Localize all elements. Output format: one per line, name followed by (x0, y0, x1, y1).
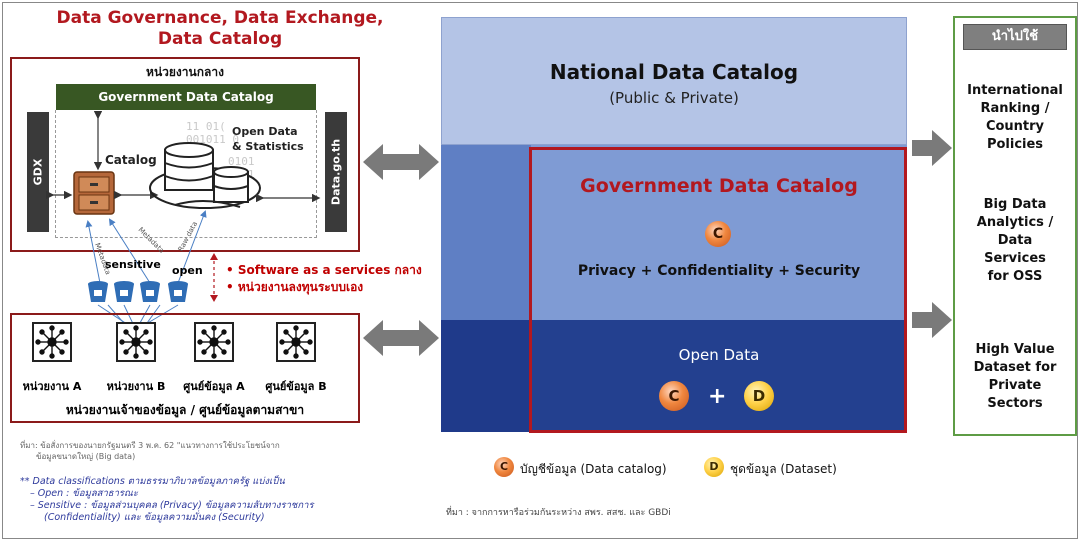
network-node-icon (276, 322, 316, 362)
saas-notes: • Software as a services กลาง • หน่วยงาน… (226, 262, 422, 296)
national-catalog-subtitle: (Public & Private) (609, 89, 739, 107)
classif-line4: (Confidentiality) และ ข้อมูลความมั่นคง (… (44, 512, 265, 523)
legend-catalog-text: บัญชีข้อมูล (Data catalog) (520, 462, 667, 476)
double-arrow-icon (363, 320, 439, 356)
usage-header: นำไปใช้ (963, 24, 1067, 50)
data-center-label-a: ศูนย์ข้อมูล A (183, 380, 245, 393)
source-note-line1: ที่มา: ข้อสั่งการของนายกรัฐมนตรี 3 พ.ค. … (20, 441, 280, 450)
left-diagram-svg: Metadata Metadata Raw data (46, 111, 321, 331)
usage-item-bigdata: Big Data Analytics / Data Services for O… (953, 196, 1077, 286)
database-icon (149, 142, 261, 209)
open-data-box (531, 320, 907, 432)
gov-open-red-frame (529, 147, 907, 433)
usage-item-line: Analytics / (976, 215, 1054, 230)
sensitive-label: sensitive (105, 258, 161, 271)
national-data-catalog-box (441, 17, 907, 145)
usage-item-line: Policies (986, 137, 1044, 152)
agencies-caption: หน่วยงานเจ้าของข้อมูล / ศูนย์ข้อมูลตามสา… (65, 403, 305, 417)
gov-data-catalog-bar: Government Data Catalog (56, 84, 316, 110)
binary-line: 11 01( (186, 120, 226, 133)
data-bucket-icon (88, 281, 188, 302)
catalog-dashed-area (55, 110, 317, 238)
saas-line2: • หน่วยงานลงทุนระบบเอง (226, 280, 364, 294)
left-title-line1: Data Governance, Data Exchange, (56, 8, 384, 28)
network-node-icon (194, 322, 234, 362)
usage-item-line: International (967, 83, 1063, 98)
classif-line1: ** Data classifications ตามธรรมาภิบาลข้อ… (20, 476, 285, 487)
central-agency-label: หน่วยงานกลาง (146, 65, 224, 79)
open-data-statistics-label: Open Data & Statistics (232, 124, 304, 154)
agency-label-b: หน่วยงาน B (106, 380, 166, 393)
source-note: ที่มา: ข้อสั่งการของนายกรัฐมนตรี 3 พ.ค. … (20, 440, 330, 462)
usage-item-line: Private (988, 378, 1042, 393)
double-arrow-icon (363, 144, 439, 180)
usage-item-line: Ranking / (980, 101, 1050, 116)
raw-data-arrow (177, 210, 207, 284)
data-center-label-b: ศูนย์ข้อมูล B (265, 380, 327, 393)
catalog-badge-icon: C (705, 221, 731, 247)
datago-bar: Data.go.th (325, 112, 347, 232)
usage-item-line: Big Data (983, 197, 1047, 212)
open-data-title: Open Data (678, 346, 760, 364)
legend-catalog-badge-icon: C (494, 457, 514, 477)
usage-item-high-value: High Value Dataset for Private Sectors (953, 341, 1077, 413)
open-data-line1: Open Data (232, 125, 298, 138)
usage-item-ranking: International Ranking / Country Policies (953, 82, 1077, 154)
catalog-badge-icon: C (659, 381, 689, 411)
national-catalog-title: National Data Catalog (549, 60, 799, 84)
usage-item-line: Data (997, 233, 1033, 248)
usage-item-line: Country (985, 119, 1045, 134)
legend-dataset-badge-icon: D (704, 457, 724, 477)
gdx-bar: GDX (27, 112, 49, 232)
legend-dataset-text: ชุดข้อมูล (Dataset) (730, 462, 837, 476)
gov-catalog-title: Government Data Catalog (580, 175, 858, 197)
gov-catalog-text: Privacy + Confidentiality + Security (577, 263, 861, 279)
usage-item-line: Sectors (987, 396, 1043, 411)
saas-line1: • Software as a services กลาง (226, 263, 422, 277)
right-arrow-icon (912, 302, 952, 338)
agency-label-a: หน่วยงาน A (22, 380, 82, 393)
central-agency-box (10, 57, 360, 252)
gov-catalog-left-strip (441, 145, 531, 320)
left-title-line2: Data Catalog (157, 29, 283, 49)
catalog-label: Catalog (105, 153, 157, 167)
classification-note: ** Data classifications ตามธรรมาภิบาลข้อ… (20, 476, 430, 524)
file-cabinet-icon (73, 171, 115, 215)
network-node-icon (116, 322, 156, 362)
plus-sign: + (708, 384, 727, 409)
classif-line3: – Sensitive : ข้อมูลส่วนบุคคล (Privacy) … (30, 500, 314, 511)
agencies-box (10, 313, 360, 423)
left-title: Data Governance, Data Exchange, Data Cat… (10, 8, 430, 50)
metadata-arrow-2 (108, 218, 151, 284)
binary-line: 0101 (228, 155, 255, 168)
network-node-icon (32, 322, 72, 362)
metadata-arrow-1 (85, 220, 101, 284)
open-data-left-strip (441, 320, 531, 432)
open-data-line2: & Statistics (232, 140, 304, 153)
usage-item-line: High Value (975, 342, 1055, 357)
usage-item-line: Services (984, 251, 1046, 266)
right-arrow-icon (912, 130, 952, 166)
dataset-badge-icon: D (744, 381, 774, 411)
source-note-line2: ข้อมูลขนาดใหญ่ (Big data) (36, 452, 136, 461)
open-label: open (172, 264, 203, 277)
usage-item-line: for OSS (987, 269, 1043, 284)
middle-source-note: ที่มา : จากการหารือร่วมกันระหว่าง สพร. ส… (446, 508, 671, 518)
metadata-label-2: Metadata (137, 226, 166, 255)
usage-box (953, 16, 1077, 436)
usage-item-line: Dataset for (973, 360, 1057, 375)
classif-line2: – Open : ข้อมูลสาธารณะ (30, 488, 138, 499)
